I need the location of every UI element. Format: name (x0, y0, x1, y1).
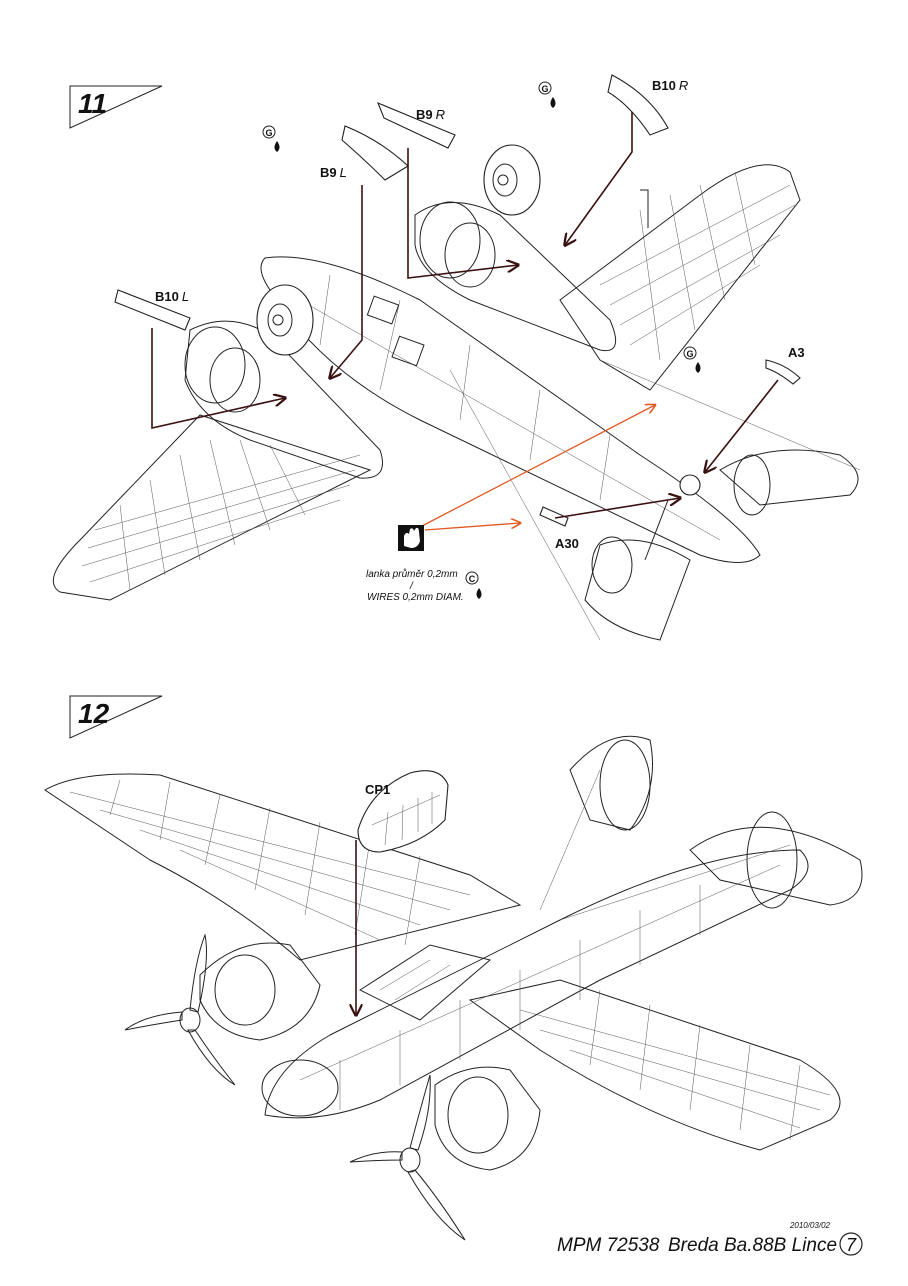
glue-drop-icon (695, 362, 701, 373)
aircraft-topside-drawing (44, 735, 863, 1241)
wire-note-cz: lanka průměr 0,2mm (366, 568, 458, 580)
wire-note-en: WIRES 0,2mm DIAM. (367, 592, 464, 603)
page-number: 7 (846, 1235, 857, 1255)
glue-drop-icon (274, 141, 280, 152)
glue-marker-3-label: G (686, 349, 693, 359)
glue-marker-1: G (538, 81, 556, 108)
callout-b9-l-side: L (340, 165, 347, 180)
part-a3: A3 (765, 345, 805, 385)
footer-date: 2010/03/02 (789, 1221, 831, 1230)
footer: 2010/03/02 MPM 72538 Breda Ba.88B Lince … (557, 1221, 863, 1256)
wire-note-separator: / (409, 581, 414, 592)
footer-model: Breda Ba.88B Lince (668, 1235, 837, 1256)
callout-cp1-part: CP1 (365, 782, 390, 797)
glue-marker-2-label: G (265, 128, 272, 138)
step-11-badge: 11 (69, 85, 163, 129)
glue-marker-3: G (683, 346, 701, 373)
callout-b10-l-part: B10 (155, 289, 179, 304)
leader-lines (151, 112, 779, 519)
step-11-number: 11 (78, 88, 107, 119)
callout-b9-r-side: R (436, 107, 445, 122)
callout-a3-part: A3 (788, 345, 805, 360)
glue-marker-2: G (262, 125, 280, 152)
glue-drop-icon (550, 97, 556, 108)
step-12-badge: 12 (69, 695, 163, 739)
svg-text:B9R: B9R (416, 107, 445, 122)
part-a30: A30 (539, 506, 579, 551)
svg-text:B9L: B9L (320, 165, 347, 180)
wire-arrows (419, 405, 655, 531)
callout-b9-l-part: B9 (320, 165, 337, 180)
step-12-number: 12 (78, 698, 110, 729)
callout-b10-r-side: R (679, 78, 688, 93)
wire-note: lanka průměr 0,2mm / WIRES 0,2mm DIAM. C (366, 525, 482, 603)
callout-b10-r-part: B10 (652, 78, 676, 93)
part-cp1: CP1 (357, 770, 449, 853)
footer-kit: MPM 72538 (557, 1235, 660, 1256)
callout-b9-r-part: B9 (416, 107, 433, 122)
page-number-circle (839, 1232, 863, 1256)
callout-a30-part: A30 (555, 536, 579, 551)
paint-drop-icon (476, 588, 482, 599)
callout-b10-l-side: L (182, 289, 189, 304)
aircraft-underside-drawing (52, 144, 861, 641)
paint-marker-label: C (469, 574, 476, 584)
step-12: 12 (44, 695, 863, 1241)
step-11: 11 (52, 74, 861, 641)
glue-marker-1-label: G (541, 84, 548, 94)
